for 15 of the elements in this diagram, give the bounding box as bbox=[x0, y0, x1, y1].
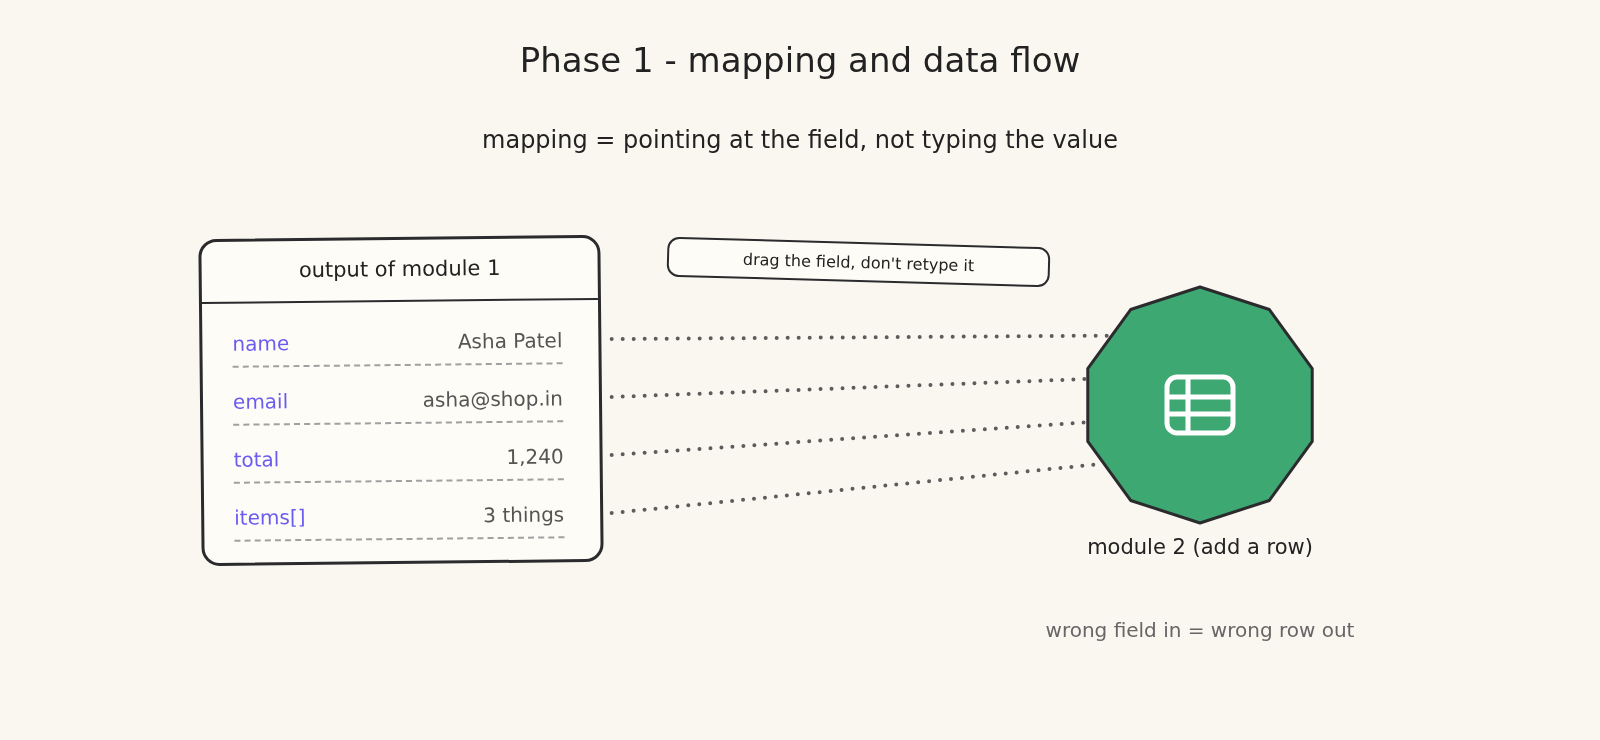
node-caption: module 2 (add a row) bbox=[1086, 535, 1314, 559]
field-value: asha@shop.in bbox=[422, 386, 564, 412]
field-value: 1,240 bbox=[506, 444, 564, 469]
subtitle: mapping = pointing at the field, not typing the value bbox=[481, 126, 1119, 154]
note-pill: drag the field, don't retype it bbox=[666, 236, 1051, 288]
field-value: Asha Patel bbox=[457, 328, 563, 354]
card-title: output of module 1 bbox=[297, 254, 502, 284]
field-name: name bbox=[232, 331, 290, 356]
field-name: email bbox=[232, 389, 289, 414]
field-value: 3 things bbox=[483, 502, 565, 528]
note: wrong field in = wrong row out bbox=[1044, 618, 1356, 642]
field-name: items[] bbox=[234, 505, 306, 530]
field-name: total bbox=[233, 447, 280, 472]
title: Phase 1 - mapping and data flow bbox=[518, 40, 1082, 80]
output-card bbox=[198, 234, 604, 567]
